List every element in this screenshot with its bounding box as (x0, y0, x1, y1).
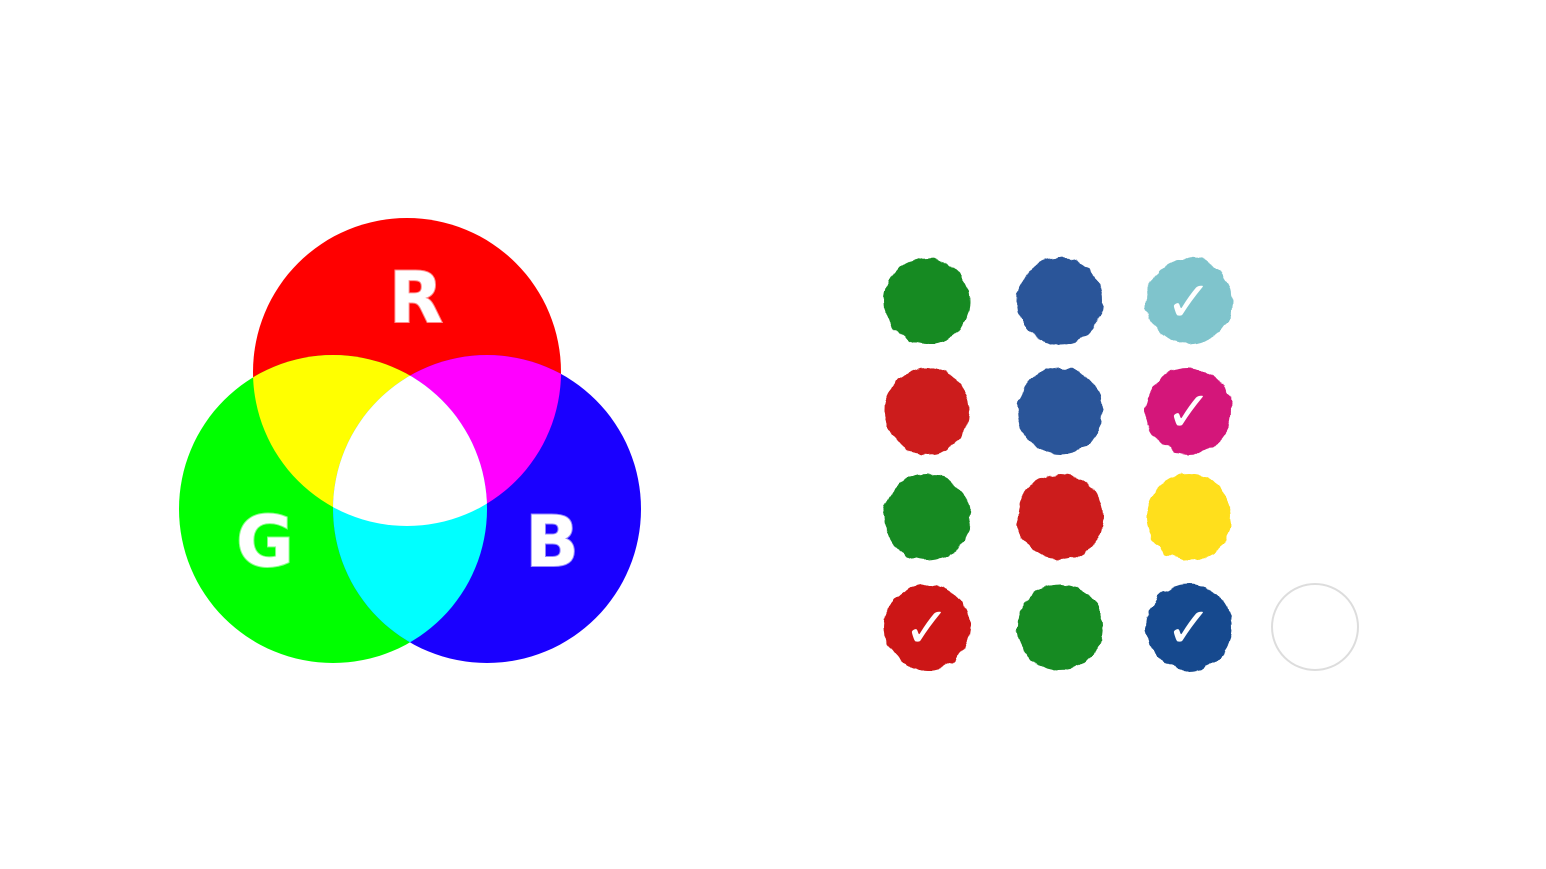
check-icon: ✓ (1166, 380, 1213, 445)
swatch-circle (1146, 368, 1232, 454)
swatch-circle (1017, 368, 1103, 454)
swatch-r1-c3[interactable]: ✓ (1146, 258, 1232, 344)
swatch-r3-c1[interactable] (884, 474, 970, 560)
swatch-r3-c3[interactable] (1146, 474, 1232, 560)
swatch-circle (884, 368, 970, 454)
color-swatch-grid: ✓ ✓ ✓ ✓ (884, 258, 1359, 671)
white-center-overlap (333, 355, 487, 526)
label-g: G (236, 501, 293, 583)
swatch-r2-c1[interactable] (884, 368, 970, 454)
swatch-r4-c4[interactable] (1271, 583, 1359, 671)
swatch-circle (884, 474, 970, 560)
swatch-circle (1017, 584, 1103, 670)
swatch-circle (884, 584, 970, 670)
swatch-circle (1017, 474, 1103, 560)
swatch-circle (1146, 474, 1232, 560)
swatch-circle (1146, 258, 1232, 344)
label-b: B (525, 501, 578, 583)
swatch-r4-c2[interactable] (1017, 584, 1103, 670)
check-icon: ✓ (904, 596, 951, 661)
swatch-r1-c2[interactable] (1017, 258, 1103, 344)
swatch-r1-c1[interactable] (884, 258, 970, 344)
swatch-circle (884, 258, 970, 344)
swatch-r3-c2[interactable] (1017, 474, 1103, 560)
swatch-r2-c3[interactable]: ✓ (1146, 368, 1232, 454)
swatch-r4-c1[interactable]: ✓ (884, 584, 970, 670)
swatch-r2-c2[interactable] (1017, 368, 1103, 454)
check-icon: ✓ (1166, 270, 1213, 335)
swatch-circle (1146, 584, 1232, 670)
swatch-circle (1271, 583, 1359, 671)
swatch-circle (1017, 258, 1103, 344)
check-icon: ✓ (1166, 596, 1213, 661)
rgb-venn-diagram: R G B (179, 218, 641, 663)
swatch-r4-c3[interactable]: ✓ (1146, 584, 1232, 670)
label-r: R (389, 257, 443, 339)
